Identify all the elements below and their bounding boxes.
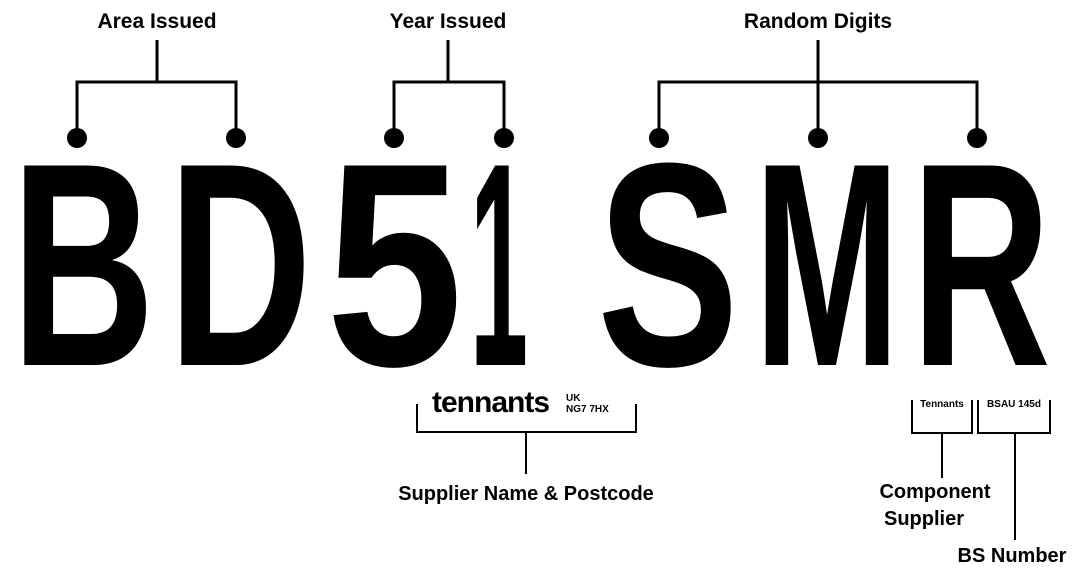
bracket-area-issued: [67, 40, 246, 148]
label-supplier: Supplier: [884, 508, 964, 530]
pin-dot: [967, 128, 987, 148]
plate-char-1: B: [11, 103, 155, 427]
plate-char-2: D: [168, 103, 312, 427]
plate-char-3: 5: [326, 103, 463, 427]
supplier-brand: tennants: [432, 386, 549, 419]
bs-code-text: BSAU 145d: [987, 399, 1041, 410]
bracket-year-issued: [384, 40, 514, 148]
label-supplier-name-postcode: Supplier Name & Postcode: [398, 483, 654, 505]
pin-dot: [226, 128, 246, 148]
supplier-mark: tennants UK NG7 7HX: [416, 386, 637, 474]
pin-dot: [649, 128, 669, 148]
plate-char-4: 1: [470, 103, 528, 427]
component-mark: Tennants BSAU 145d: [911, 399, 1051, 540]
label-area-issued: Area Issued: [97, 10, 216, 33]
label-component: Component: [879, 481, 990, 503]
plate-char-5: S: [597, 103, 739, 427]
label-bs-number: BS Number: [958, 545, 1067, 567]
supplier-country: UK: [566, 393, 581, 404]
plate-char-6: M: [754, 103, 900, 427]
bracket-random-digits: [649, 40, 987, 148]
plate-registration: B D 5 1 S M R: [11, 103, 1051, 427]
label-year-issued: Year Issued: [390, 10, 507, 33]
component-supplier-text: Tennants: [920, 399, 964, 410]
pin-dot: [384, 128, 404, 148]
plate-char-7: R: [911, 103, 1051, 427]
pin-dot: [808, 128, 828, 148]
label-random-digits: Random Digits: [744, 10, 892, 33]
pin-dot: [67, 128, 87, 148]
supplier-postcode: NG7 7HX: [566, 404, 609, 415]
pin-dot: [494, 128, 514, 148]
